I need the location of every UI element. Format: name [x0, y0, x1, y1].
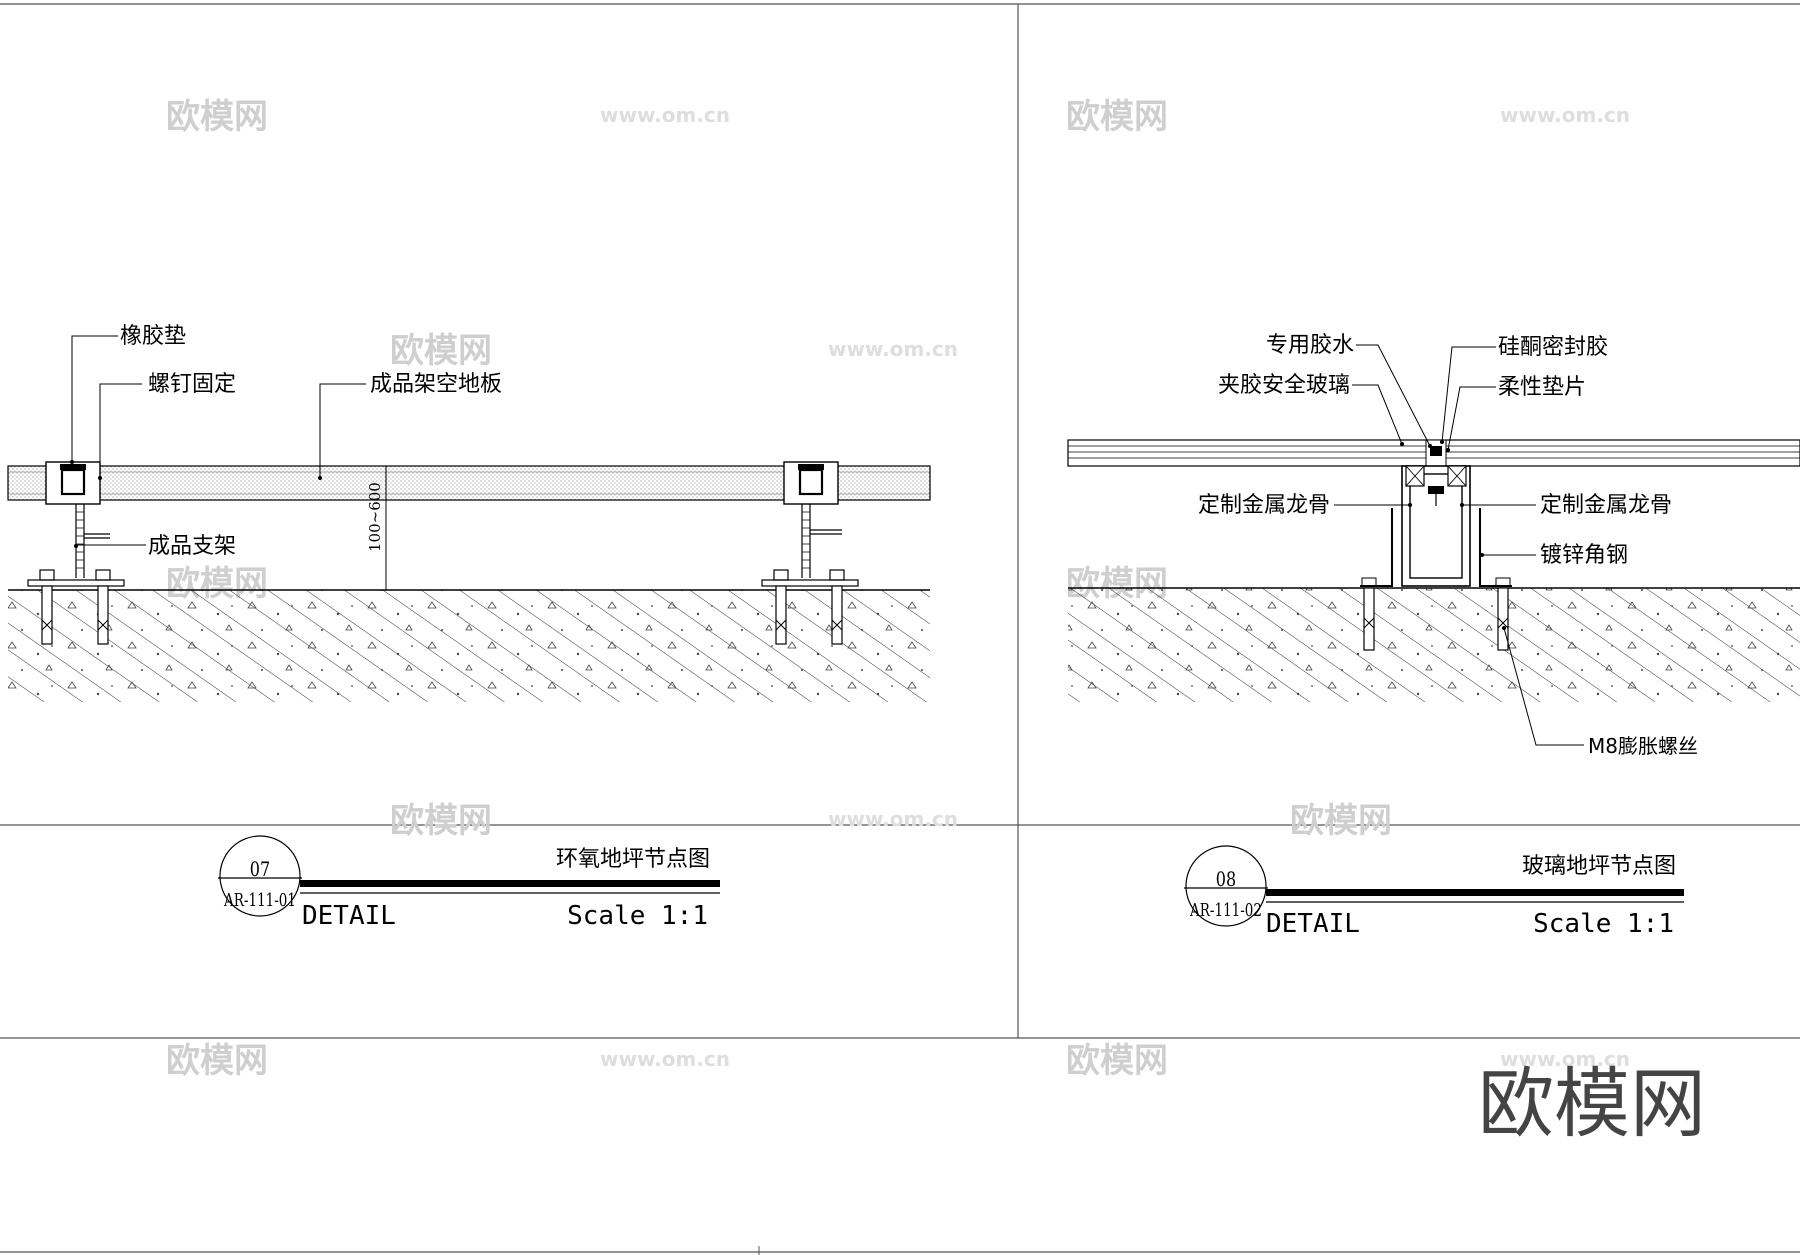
- watermark-url: www.om.cn: [828, 807, 958, 831]
- watermark-brand: 欧模网: [166, 97, 268, 137]
- detail-scale: Scale 1:1: [1533, 909, 1674, 939]
- watermark-brand: 欧模网: [1066, 97, 1168, 137]
- detail-scale: Scale 1:1: [567, 901, 708, 931]
- sheet-reference: AR-111-02: [1189, 899, 1262, 920]
- label-raised-floor: 成品架空地板: [370, 372, 502, 397]
- watermark-brand: 欧模网: [390, 331, 492, 371]
- label-laminated-glass: 夹胶安全玻璃: [1218, 373, 1350, 398]
- watermark-url: www.om.cn: [1500, 103, 1630, 127]
- height-dimension: 100~600: [366, 482, 384, 552]
- detail-word: DETAIL: [1266, 909, 1360, 939]
- detail-07-drawing: 100~600: [7, 335, 931, 702]
- watermark-brand: 欧模网: [166, 1041, 268, 1081]
- label-galvanized-angle: 镀锌角钢: [1540, 543, 1628, 568]
- label-expansion-bolt: M8膨胀螺丝: [1588, 734, 1698, 758]
- label-rubber-pad: 橡胶垫: [120, 324, 186, 349]
- label-silicone-sealant: 硅酮密封胶: [1498, 335, 1608, 360]
- detail-number: 07: [250, 858, 270, 881]
- label-special-glue: 专用胶水: [1266, 333, 1354, 358]
- label-screw-fix: 螺钉固定: [148, 372, 236, 397]
- brand-logo: 欧模网: [1478, 1059, 1706, 1148]
- detail-number: 08: [1216, 868, 1236, 891]
- label-support: 成品支架: [148, 534, 236, 559]
- detail-07-labels: 橡胶垫 螺钉固定 成品架空地板 成品支架: [120, 324, 502, 559]
- sheet-reference: AR-111-01: [223, 889, 296, 910]
- watermark-url: www.om.cn: [828, 337, 958, 361]
- detail-title: 玻璃地坪节点图: [1522, 854, 1676, 879]
- label-metal-keel-right: 定制金属龙骨: [1540, 493, 1672, 518]
- label-metal-keel-left: 定制金属龙骨: [1198, 493, 1330, 518]
- detail-08-title-block: 08 AR-111-02 玻璃地坪节点图 DETAIL Scale 1:1: [1184, 845, 1684, 939]
- detail-word: DETAIL: [302, 901, 396, 931]
- watermark-brand: 欧模网: [1066, 1041, 1168, 1081]
- support-right: [761, 461, 859, 645]
- support-left: [27, 461, 125, 645]
- watermark-url: www.om.cn: [600, 103, 730, 127]
- watermark-url: www.om.cn: [1500, 1047, 1630, 1071]
- watermarks: 欧模网 www.om.cn 欧模网 www.om.cn 欧模网 www.om.c…: [166, 97, 1630, 1081]
- watermark-brand: 欧模网: [390, 801, 492, 841]
- sheet-frame: [0, 3, 1800, 1255]
- label-flexible-pad: 柔性垫片: [1498, 375, 1586, 400]
- watermark-url: www.om.cn: [600, 1047, 730, 1071]
- watermark-brand: 欧模网: [1290, 801, 1392, 841]
- detail-08-labels: 专用胶水 夹胶安全玻璃 硅酮密封胶 柔性垫片 定制金属龙骨 定制金属龙骨 镀锌角…: [1198, 333, 1698, 758]
- detail-08-drawing: [1067, 344, 1800, 746]
- detail-title: 环氧地坪节点图: [556, 847, 710, 872]
- detail-07-title-block: 07 AR-111-01 环氧地坪节点图 DETAIL Scale 1:1: [218, 835, 720, 931]
